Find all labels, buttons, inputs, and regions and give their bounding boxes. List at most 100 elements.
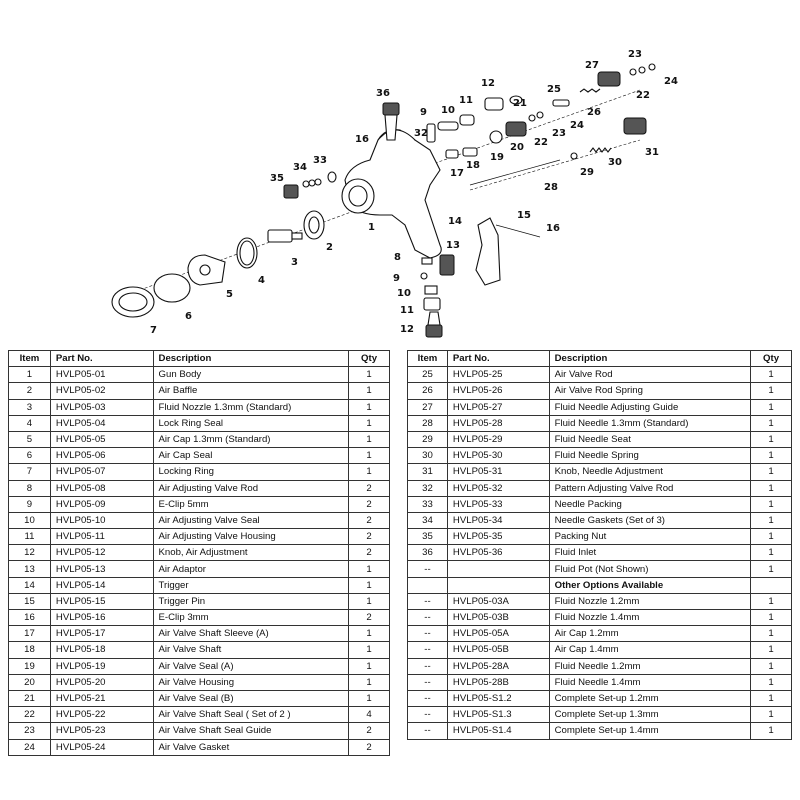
callout-8: 8 <box>394 252 401 263</box>
col-part-header: Part No. <box>49 349 154 368</box>
cell-part-no: HVLP05-19 <box>49 657 154 675</box>
cell-part-no: HVLP05-17 <box>49 625 154 643</box>
cell-part-no: HVLP05-06 <box>49 447 154 465</box>
cell-item: 10 <box>8 511 51 530</box>
cell-description: Air Baffle <box>152 382 350 400</box>
cell-qty: 1 <box>348 382 390 400</box>
cell-part-no: HVLP05-03 <box>49 398 154 416</box>
cell-part-no: HVLP05-02 <box>49 382 154 400</box>
cell-description: Trigger Pin <box>152 592 350 611</box>
cell-part-no: HVLP05-24 <box>49 738 154 756</box>
cell-qty: 1 <box>750 625 792 643</box>
cell-qty: 1 <box>348 689 390 708</box>
cell-part-no: HVLP05-03B <box>446 608 550 627</box>
cell-description: Air Adaptor <box>152 560 350 578</box>
cell-item: 1 <box>8 366 51 384</box>
cell-description: Air Valve Rod Spring <box>548 382 752 400</box>
callout-33: 33 <box>313 155 327 166</box>
cell-qty: 2 <box>348 544 390 562</box>
fluid-inlet <box>382 102 400 141</box>
cell-qty: 1 <box>348 592 390 611</box>
cell-part-no <box>446 576 550 594</box>
cell-qty: 2 <box>348 722 390 740</box>
cell-qty: 2 <box>348 528 390 546</box>
cell-description: Air Adjusting Valve Rod <box>152 479 350 497</box>
cell-item: 5 <box>8 430 51 449</box>
cell-part-no: HVLP05-23 <box>49 722 154 740</box>
col-desc-header: Description <box>152 349 350 368</box>
callout-36: 36 <box>376 88 390 99</box>
cell-qty <box>750 576 792 594</box>
cell-part-no: HVLP05-20 <box>49 673 154 691</box>
cell-description: E-Clip 5mm <box>152 495 350 513</box>
cell-qty: 1 <box>348 463 390 481</box>
cell-part-no: HVLP05-09 <box>49 495 154 513</box>
cell-item: 34 <box>407 511 448 530</box>
cell-qty: 2 <box>348 738 390 756</box>
cell-qty: 1 <box>750 657 792 675</box>
cell-description: Air Valve Seal (A) <box>152 657 350 675</box>
pattern-valve-parts <box>426 95 523 143</box>
cell-qty: 2 <box>348 495 390 513</box>
cell-description: Other Options Available <box>548 576 752 594</box>
callout-1: 1 <box>368 222 375 233</box>
cell-part-no: HVLP05-S1.4 <box>446 722 550 740</box>
cell-qty: 1 <box>750 706 792 724</box>
cell-qty: 1 <box>348 366 390 384</box>
cell-item: 17 <box>8 625 51 643</box>
cell-part-no: HVLP05-05 <box>49 430 154 449</box>
cell-part-no: HVLP05-05A <box>446 625 550 643</box>
col-qty-header: Qty <box>750 349 792 368</box>
callout-12b: 12 <box>400 324 414 335</box>
air-adjust-parts <box>420 257 443 338</box>
cell-item <box>407 576 448 594</box>
cell-description: Knob, Air Adjustment <box>152 544 350 562</box>
cell-item: 14 <box>8 576 51 594</box>
cell-description: Fluid Nozzle 1.2mm <box>548 592 752 611</box>
cell-item: 32 <box>407 479 448 497</box>
cell-qty: 1 <box>750 608 792 627</box>
cell-qty: 1 <box>750 560 792 578</box>
cell-item: 7 <box>8 463 51 481</box>
col-part-header: Part No. <box>446 349 550 368</box>
cell-qty: 1 <box>750 689 792 708</box>
cell-qty: 1 <box>750 544 792 562</box>
callout-6: 6 <box>185 311 192 322</box>
callout-25: 25 <box>547 84 561 95</box>
cell-qty: 1 <box>348 430 390 449</box>
packing-nut <box>283 184 299 199</box>
cell-qty: 1 <box>750 430 792 449</box>
callout-11: 11 <box>459 95 473 106</box>
cell-qty: 1 <box>348 641 390 659</box>
cell-item: 3 <box>8 398 51 416</box>
cell-description: Packing Nut <box>548 528 752 546</box>
callout-11b: 11 <box>400 305 414 316</box>
callout-7: 7 <box>150 325 157 336</box>
cell-description: Air Adjusting Valve Seal <box>152 511 350 530</box>
cell-description: Air Valve Shaft <box>152 641 350 659</box>
cell-part-no: HVLP05-13 <box>49 560 154 578</box>
cell-part-no: HVLP05-05B <box>446 641 550 659</box>
cell-description: Fluid Nozzle 1.3mm (Standard) <box>152 398 350 416</box>
callout-18: 18 <box>466 160 480 171</box>
cell-part-no: HVLP05-S1.2 <box>446 689 550 708</box>
cell-part-no: HVLP05-11 <box>49 528 154 546</box>
table-header-row: Item Part No. Description Qty <box>407 349 792 368</box>
cell-part-no: HVLP05-36 <box>446 544 550 562</box>
cell-qty: 1 <box>750 722 792 740</box>
